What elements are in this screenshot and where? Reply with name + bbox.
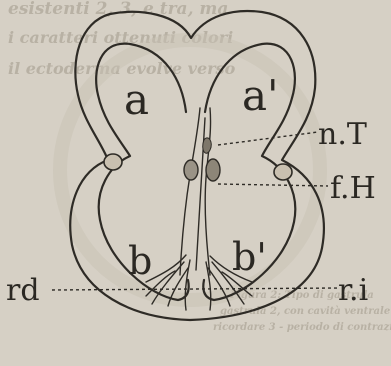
center-right-node: [206, 159, 220, 181]
label-a: a: [124, 75, 149, 124]
center-left-node: [184, 160, 198, 180]
nucleus-shading: [203, 138, 212, 153]
label-a-prime: a': [242, 71, 279, 120]
bleed-line-top-1: esistenti 2, 3, e tra, ma: [8, 0, 228, 19]
label-b-prime: b': [232, 235, 267, 279]
label-b: b: [128, 239, 152, 283]
bleed-line-bottom-3: ricordare 3 - periodo di contrazione: [213, 322, 391, 333]
left-lateral-node: [104, 154, 122, 170]
label-fH: f.H: [330, 171, 376, 206]
label-ri: r.i: [338, 273, 368, 308]
right-lateral-node: [274, 164, 292, 180]
label-nT: n.T: [318, 117, 367, 152]
label-rd: rd: [6, 273, 40, 308]
